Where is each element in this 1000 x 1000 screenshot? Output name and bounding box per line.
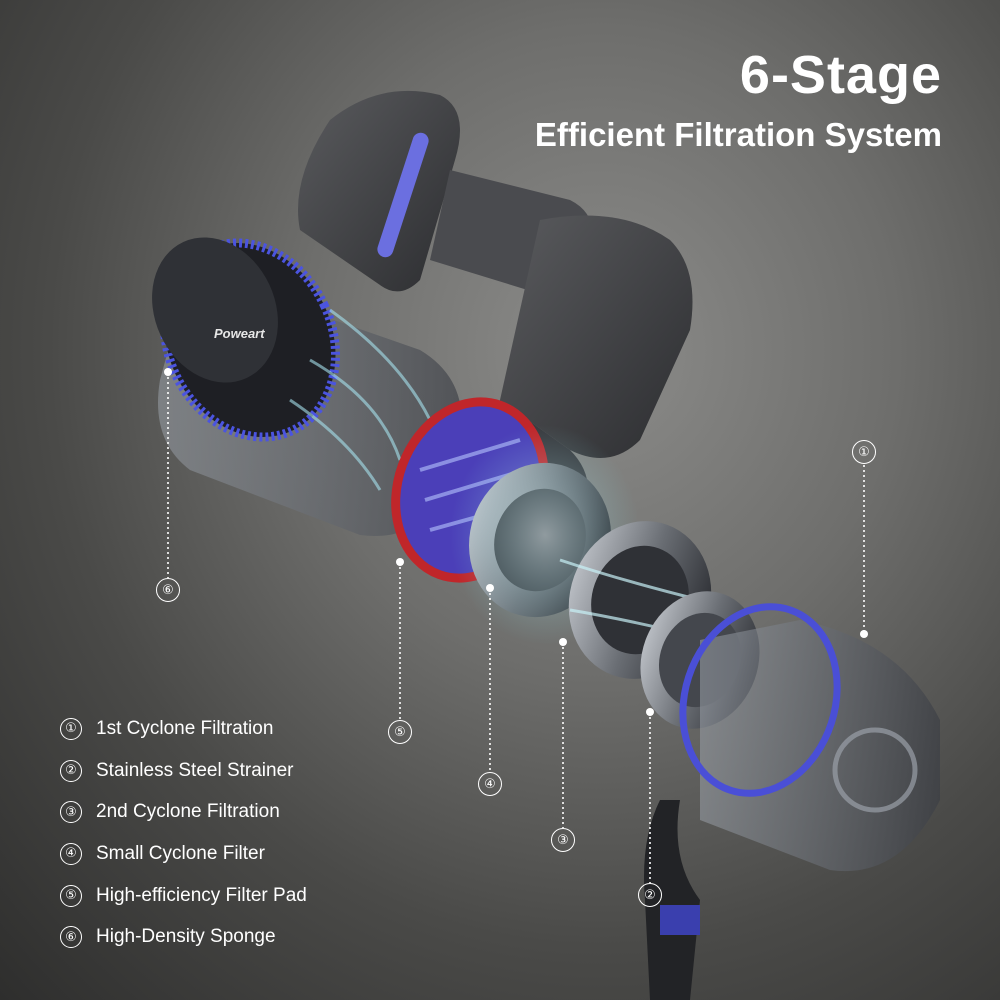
legend-item: ③ 2nd Cyclone Filtration [60, 791, 380, 833]
legend-item: ② Stainless Steel Strainer [60, 750, 380, 792]
legend-number: ⑤ [60, 884, 82, 907]
legend-label: Stainless Steel Strainer [96, 759, 294, 781]
callout-dots [164, 368, 868, 716]
callout-marker-2: ② [638, 883, 662, 907]
brand-logo: Poweart [214, 326, 265, 341]
legend-item: ⑥ High-Density Sponge [60, 916, 380, 958]
legend-label: High-efficiency Filter Pad [96, 884, 307, 906]
legend-number: ④ [60, 842, 82, 865]
cyclone-cup-stage1 [644, 603, 940, 1000]
legend-label: 1st Cyclone Filtration [96, 717, 274, 739]
legend-label: High-Density Sponge [96, 926, 276, 948]
page-subtitle: Efficient Filtration System [534, 116, 942, 153]
legend-label: Small Cyclone Filter [96, 842, 265, 864]
legend-item: ⑤ High-efficiency Filter Pad [60, 875, 380, 917]
callout-marker-1: ① [852, 440, 876, 464]
callout-leaders [167, 372, 865, 883]
callout-marker-4: ④ [478, 772, 502, 796]
legend-number: ③ [60, 801, 82, 824]
legend-item: ④ Small Cyclone Filter [60, 833, 380, 875]
legend-number: ① [60, 717, 82, 740]
callout-marker-3: ③ [551, 828, 575, 852]
legend-number: ⑥ [60, 926, 82, 949]
legend-label: 2nd Cyclone Filtration [96, 801, 280, 823]
callout-marker-5: ⑤ [388, 720, 412, 744]
page-title: 6-Stage [739, 45, 942, 105]
legend-number: ② [60, 759, 82, 782]
dust-cup-stage6 [152, 237, 462, 536]
legend-item: ① 1st Cyclone Filtration [60, 708, 380, 750]
stage-legend: ① 1st Cyclone Filtration ② Stainless Ste… [60, 708, 380, 958]
callout-marker-6: ⑥ [156, 578, 180, 602]
